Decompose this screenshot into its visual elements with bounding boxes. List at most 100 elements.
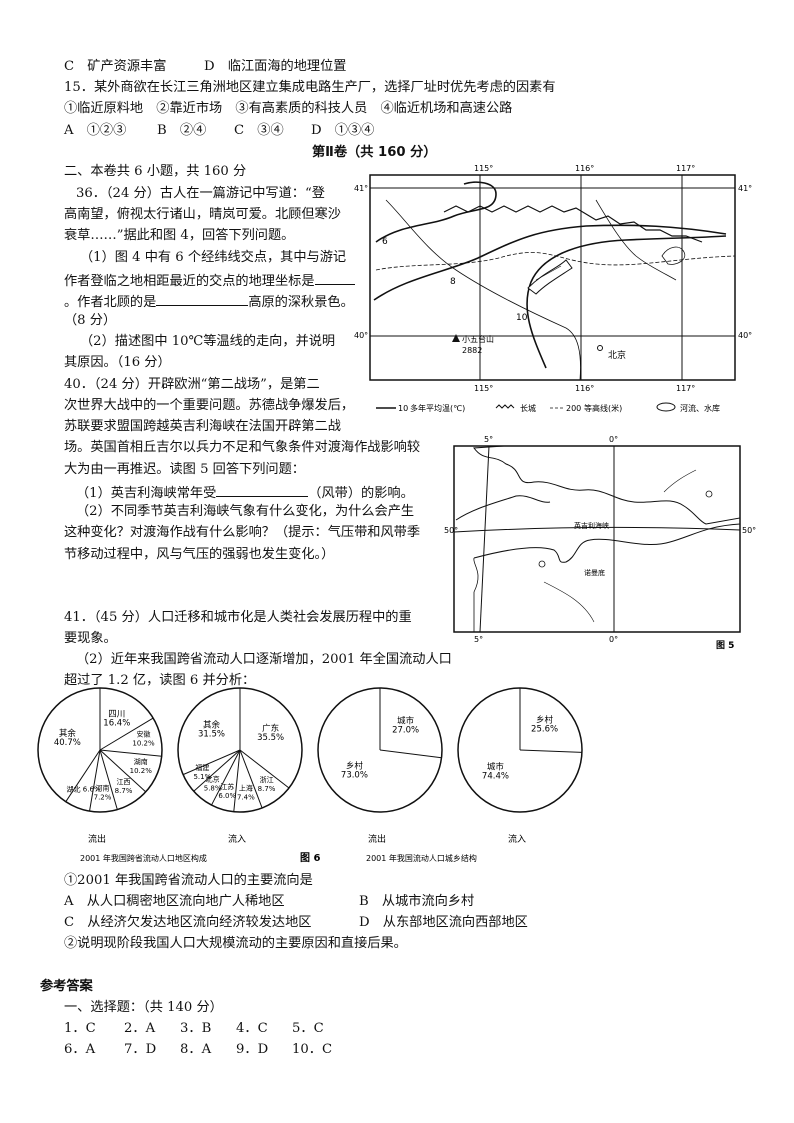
- answer-4: 4．C: [236, 1021, 268, 1036]
- q15-option-b: B ②④: [157, 123, 207, 138]
- lat-41-left: 41°: [354, 184, 368, 193]
- lat-41-right: 41°: [738, 184, 752, 193]
- q36-line-5: 作者登临之地相距最近的交点的地理坐标是: [64, 270, 355, 291]
- answers-title: 参考答案: [40, 979, 93, 994]
- lon-bottom-117: 117°: [676, 384, 695, 393]
- fig6-caption-left: 2001 年我国跨省流动人口地区构成: [80, 853, 207, 863]
- q36-line-6: 。作者北顾的是高原的深秋景色。: [64, 291, 354, 312]
- lon-top-115: 115°: [474, 164, 493, 173]
- coast-britain: [473, 445, 741, 525]
- q36-line-9: 其原因。（16 分）: [64, 355, 171, 370]
- isotherm-label-10: 10: [516, 313, 528, 323]
- pie-slice-boundary: [99, 749, 147, 793]
- q36-line-5-text: 作者登临之地相距最近的交点的地理坐标是: [64, 274, 315, 289]
- q40-line-1: 40．（24 分）开辟欧洲“第二战场”，是第二: [64, 377, 320, 392]
- peak-elevation: 2882: [462, 346, 482, 355]
- peak-marker-icon: [452, 334, 460, 342]
- answer-1: 1．C: [64, 1021, 96, 1036]
- answer-7: 7．D: [124, 1042, 157, 1057]
- pie-slice-boundary: [89, 749, 101, 812]
- pie-slice-boundary: [65, 749, 101, 802]
- map-frame: [369, 174, 736, 381]
- legend-river: 河流、水库: [680, 403, 720, 413]
- figure-4-map: 115° 116° 117° 115° 116° 117° 41° 41° 40…: [354, 164, 752, 413]
- lon-top-0: 0°: [609, 435, 618, 444]
- fig6-caption: 图 6: [300, 852, 320, 864]
- pie-slice-boundary: [379, 749, 442, 759]
- pie-1-title: 流出: [88, 833, 106, 845]
- reservoir: [661, 246, 686, 265]
- lon-bottom-115: 115°: [474, 384, 493, 393]
- q14-option-c: C 矿产资源丰富: [64, 59, 167, 74]
- pie-slice-boundary: [519, 749, 582, 753]
- part2-title: 第Ⅱ卷（共 160 分）: [312, 145, 437, 160]
- q36-line-7: （8 分）: [64, 313, 117, 328]
- answer-5: 5．C: [292, 1021, 324, 1036]
- pie-slice-boundary: [239, 749, 263, 809]
- answer-2: 2．A: [124, 1021, 156, 1036]
- q41-line-4: 超过了 1.2 亿，读图 6 并分析：: [64, 673, 256, 688]
- q15-option-a: A ①②③: [64, 123, 127, 138]
- pie-slice-label: 湖北 6.6%: [67, 785, 101, 794]
- q41-line-3: （2）近年来我国跨省流动人口逐渐增加，2001 年全国流动人口: [76, 652, 452, 667]
- fig5-caption: 图 5: [716, 640, 734, 650]
- q41-line-1: 41．（45 分）人口迁移和城市化是人类社会发展历程中的重: [64, 610, 412, 625]
- isotherm-8: [373, 224, 727, 301]
- pie-2-title: 流入: [228, 833, 246, 845]
- city-beijing: 北京: [608, 349, 626, 361]
- answer-blank[interactable]: [216, 482, 309, 497]
- q36-line-8: （2）描述图中 10℃等温线的走向，并说明: [80, 334, 336, 349]
- q36-line-3: 衰草……”据此和图 4，回答下列问题。: [64, 228, 295, 243]
- q41-sub1: ①2001 年我国跨省流动人口的主要流向是: [64, 873, 313, 888]
- isotherm-label-8: 8: [450, 277, 456, 287]
- q41-option-d: D 从东部地区流向西部地区: [359, 915, 528, 930]
- q40-line-7: （2）不同季节英吉利海峡气象有什么变化，为什么会产生: [76, 504, 415, 519]
- answer-blank[interactable]: [156, 291, 249, 306]
- strait-label: 英吉利海峡: [574, 521, 609, 530]
- legend-wall: 长城: [520, 403, 536, 413]
- pie-slice-boundary: [99, 717, 154, 751]
- legend-contour: 等高线(米): [584, 403, 622, 413]
- q14-option-d: D 临江面海的地理位置: [204, 59, 347, 74]
- q41-option-a: A 从人口稠密地区流向地广人稀地区: [64, 894, 285, 909]
- q40-line-6-text: （1）英吉利海峡常年受: [76, 486, 217, 501]
- lat-50-left: 50°: [444, 526, 458, 535]
- q15-option-d: D ①③④: [311, 123, 375, 138]
- pie-slice-boundary: [99, 749, 162, 757]
- city-marker-icon: [705, 490, 713, 498]
- coast-brittany: [473, 557, 479, 632]
- lon-bottom-0: 0°: [609, 635, 618, 644]
- q36-line-1: 36．（24 分）古人在一篇游记中写道：“登: [76, 186, 325, 201]
- q36-line-2: 高南望，俯视太行诸山，晴岚可爱。北顾但寒沙: [64, 207, 341, 222]
- river: [385, 199, 581, 381]
- pie-slice-boundary: [211, 749, 241, 806]
- answer-3: 3．B: [180, 1021, 212, 1036]
- pie-slice-boundary: [99, 749, 118, 810]
- legend-isotherm-value: 10: [398, 404, 408, 413]
- q40-line-8: 这种变化？对渡海作战有什么影响？（提示：气压带和风带季: [64, 525, 421, 540]
- pie-4-title: 流入: [508, 833, 526, 845]
- answer-10: 10．C: [292, 1042, 333, 1057]
- reservoir-hatch: [535, 265, 562, 281]
- legend-isotherm: 多年平均温(℃): [410, 403, 465, 413]
- figure-5-map: 5° 0° 50° 50° 5° 0° 英吉利海峡 诺曼底 图 5: [444, 435, 756, 650]
- lon-top-5: 5°: [484, 435, 493, 444]
- q40-line-9: 节移动过程中，风与气压的强弱也发生变化。）: [64, 547, 335, 562]
- isotherm-6: [375, 181, 497, 243]
- answer-blank[interactable]: [314, 270, 355, 285]
- river: [595, 199, 677, 281]
- legend-river-symbol: [656, 402, 676, 412]
